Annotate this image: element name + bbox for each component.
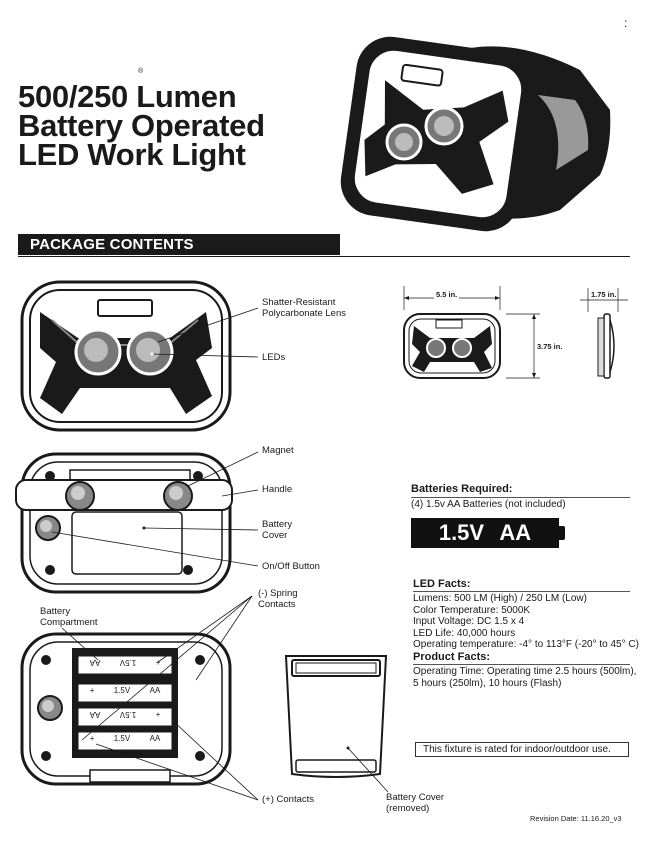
cover-removed-callout-line: Battery Cover [386,792,445,803]
battery-terminal [559,526,565,540]
registered-mark: ® [138,68,144,75]
battery-cell-voltage: 1.5V [113,686,131,695]
battery-cell-plus: + [89,686,95,695]
batteries-title: Batteries Required: [411,483,513,495]
battery-cell-voltage: 1.5V [119,710,137,719]
battery-cell: + 1.5V AA [80,710,170,719]
depth-dimension: 1.75 in. [590,290,618,299]
lens-callout-line: Shatter-Resistant [262,297,336,308]
battery-cell-plus: + [155,710,161,719]
on-off-callout: On/Off Button [262,561,320,572]
height-dimension: 3.75 in. [536,342,564,351]
battery-cell: + 1.5V AA [80,686,170,695]
battery-compartment-callout-line: Compartment [40,617,98,628]
back-view-illustration [15,451,259,594]
led-facts-title: LED Facts: [413,578,471,590]
battery-cell-plus: + [155,658,161,667]
title-line: LED Work Light [18,137,246,172]
battery-compartment-callout: Battery Compartment [40,606,98,628]
led-fact: Input Voltage: DC 1.5 x 4 [413,616,525,627]
dimension-illustration [403,286,628,379]
battery-cell-type: AA [149,686,161,695]
led-facts-divider [413,591,630,592]
cover-removed-callout-line: (removed) [386,803,430,814]
plus-contacts-callout: (+) Contacts [262,794,315,805]
magnet-callout: Magnet [262,445,294,456]
top-mark: : [624,16,628,30]
indoor-outdoor-notice: This fixture is rated for indoor/outdoor… [415,742,629,757]
battery-compartment-callout-line: Battery [40,606,71,617]
led-fact: Lumens: 500 LM (High) / 250 LM (Low) [413,593,587,604]
front-view-illustration [20,280,259,432]
leds-callout: LEDs [262,352,286,363]
battery-cell-type: AA [89,658,101,667]
revision-date: Revision Date: 11.16.20_v3 [530,814,622,823]
battery-cell-plus: + [89,734,95,743]
led-fact: LED Life: 40,000 hours [413,627,516,639]
cover-removed-callout: Battery Cover (removed) [386,792,444,814]
product-fact: Operating Time: Operating time 2.5 hours… [413,666,637,677]
led-facts-list: Lumens: 500 LM (High) / 250 LM (Low) Col… [413,593,639,651]
product-facts-divider [413,664,630,665]
product-facts-list: Operating Time: Operating time 2.5 hours… [413,666,636,689]
lens-callout: Shatter-Resistant Polycarbonate Lens [262,297,346,319]
title-line: Battery Operated [18,108,265,143]
battery-cell-type: AA [149,734,161,743]
batteries-divider [411,497,630,498]
product-fact: 5 hours (250lm), 10 hours (Flash) [413,677,562,689]
battery-cell-type: AA [89,710,101,719]
battery-image: 1.5V AA [411,518,559,548]
led-fact: Color Temperature: 5000K [413,604,531,616]
spring-contacts-callout-line: (-) Spring [258,588,298,599]
package-contents-banner: PACKAGE CONTENTS [18,234,340,255]
width-dimension: 5.5 in. [434,290,460,299]
title-line: 500/250 Lumen [18,79,237,114]
product-facts-title: Product Facts: [413,651,491,663]
battery-cover-illustration [284,655,389,793]
spring-contacts-callout: (-) Spring Contacts [258,588,298,610]
banner-divider [18,256,630,257]
battery-cell: + 1.5V AA [80,658,170,667]
page-title: 500/250 Lumen Battery Operated LED Work … [18,79,318,172]
battery-cover-callout-line: Cover [262,530,288,541]
battery-cell-voltage: 1.5V [119,658,137,667]
lens-callout-line: Polycarbonate Lens [262,308,346,319]
battery-compartment-illustration [20,595,259,801]
battery-cell: + 1.5V AA [80,734,170,743]
spring-contacts-callout-line: Contacts [258,599,296,610]
handle-callout: Handle [262,484,293,495]
batteries-text: (4) 1.5v AA Batteries (not included) [411,499,566,510]
hero-work-light-illustration [340,36,611,232]
battery-cell-voltage: 1.5V [113,734,131,743]
battery-cover-callout: Battery Cover [262,519,292,541]
battery-cover-callout-line: Battery [262,519,293,530]
led-fact: Operating temperature: -4° to 113°F (-20… [413,639,639,650]
